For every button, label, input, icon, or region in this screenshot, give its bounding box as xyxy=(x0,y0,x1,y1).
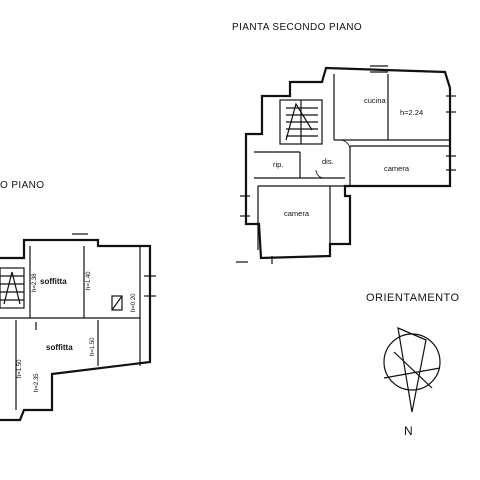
attic-staircase xyxy=(0,267,25,309)
second-floor-outer-walls xyxy=(244,66,452,260)
room-hall: dis. xyxy=(322,157,334,166)
second-floor-doors xyxy=(315,139,351,179)
room-attic-top: soffitta xyxy=(40,277,67,286)
orientation-title: ORIENTAMENTO xyxy=(366,292,460,304)
kitchen-height: h=2.24 xyxy=(400,108,424,117)
room-kitchen: cucina xyxy=(364,96,386,105)
room-bedroom-right: camera xyxy=(384,164,410,173)
attic-skylight xyxy=(111,295,123,311)
height-label-1-50-mid: h=1.50 xyxy=(90,337,96,356)
height-label-1-40: h=1.40 xyxy=(86,271,92,290)
attic-windows xyxy=(35,233,156,330)
north-arrow-compass xyxy=(383,327,441,413)
room-attic-bottom: soffitta xyxy=(46,343,73,352)
height-label-0-20: h=0.20 xyxy=(131,293,137,312)
height-label-2-38: h=2.38 xyxy=(32,273,38,292)
second-floor-windows xyxy=(236,65,456,264)
first-floor-title: O PIANO xyxy=(0,180,45,191)
height-label-1-50-left: h=1.50 xyxy=(17,359,23,378)
room-storage: rip. xyxy=(273,160,284,169)
room-bedroom-left: camera xyxy=(284,209,310,218)
attic-inner-walls xyxy=(0,246,141,410)
second-floor-title: PIANTA SECONDO PIANO xyxy=(232,22,363,33)
second-floor-inner-walls xyxy=(254,74,450,250)
attic-outer-walls xyxy=(0,238,152,422)
attic-dashed-lines xyxy=(15,248,99,400)
height-label-2-35: h=2.35 xyxy=(34,373,40,392)
north-label: N xyxy=(404,424,413,438)
second-floor-staircase xyxy=(279,99,323,145)
